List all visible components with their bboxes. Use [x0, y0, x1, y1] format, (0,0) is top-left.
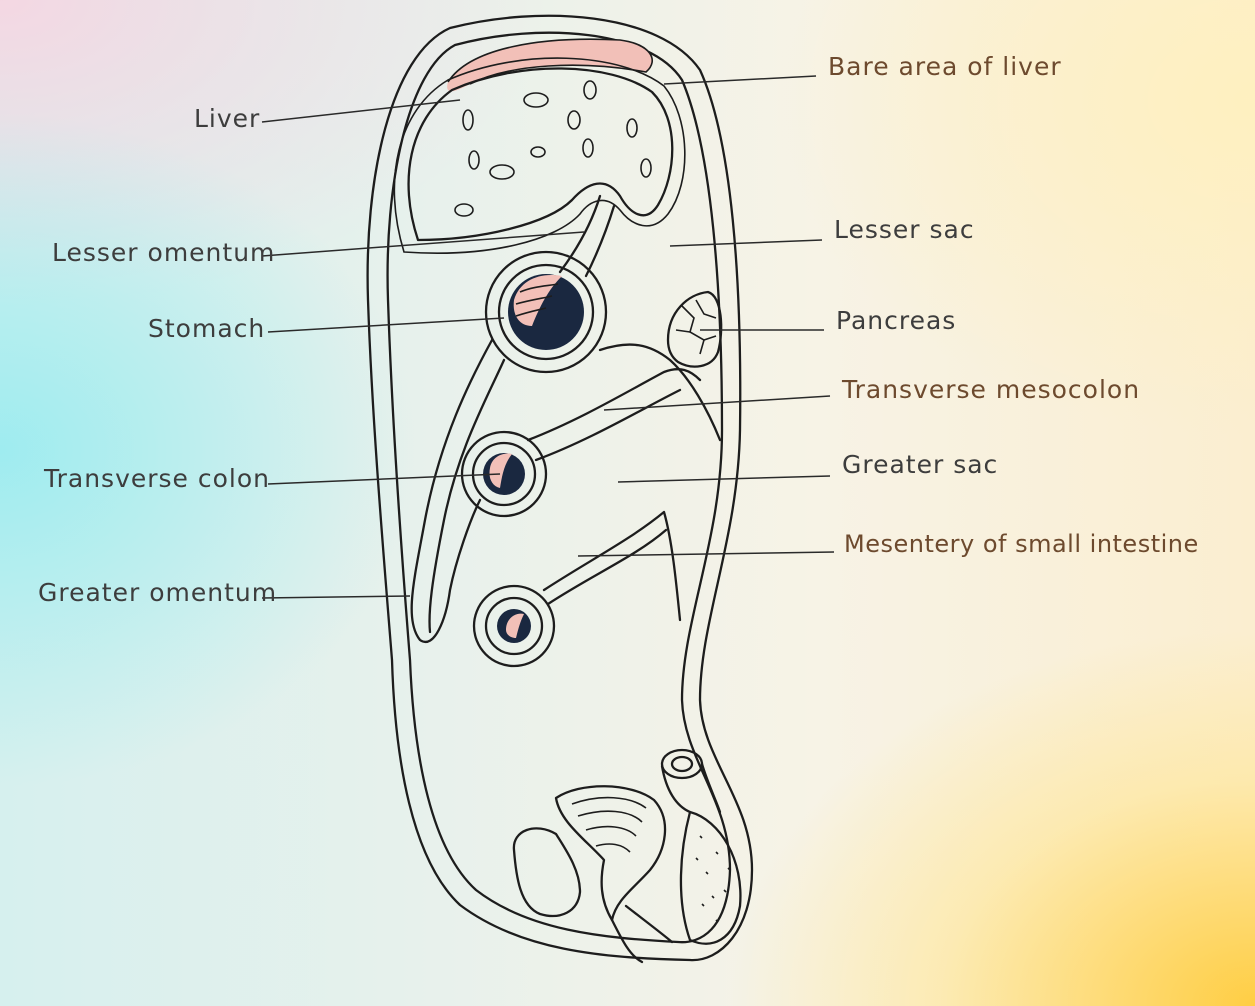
greater-sac-label: Greater sac: [842, 452, 998, 477]
pancreas-label: Pancreas: [836, 308, 956, 333]
rectum-tube: [662, 750, 702, 778]
sacrum-stipple: [696, 836, 730, 922]
liver-visceral-layer: [394, 58, 684, 253]
bladder-shape: [514, 828, 580, 916]
pancreas-texture: [676, 300, 716, 354]
transverse-mesocolon-fold: [600, 345, 720, 440]
greater-omentum-label: Greater omentum: [38, 580, 277, 605]
mesentery-of-small-intestine-label: Mesentery of small intestine: [844, 532, 1199, 556]
sacrum-shape: [681, 812, 740, 944]
liver-vessels: [455, 81, 651, 216]
uterus-shape: [556, 786, 665, 920]
bare-area-of-liver-label: Bare area of liver: [828, 54, 1062, 79]
lesser-omentum-label: Lesser omentum: [52, 240, 275, 265]
transverse-mesocolon-label: Transverse mesocolon: [842, 377, 1140, 402]
outer-body-wall: [368, 16, 752, 960]
liver-label: Liver: [194, 106, 260, 131]
transverse-colon-label: Transverse colon: [44, 466, 270, 491]
stomach-label: Stomach: [148, 316, 265, 341]
lesser-sac-label: Lesser sac: [834, 217, 975, 242]
